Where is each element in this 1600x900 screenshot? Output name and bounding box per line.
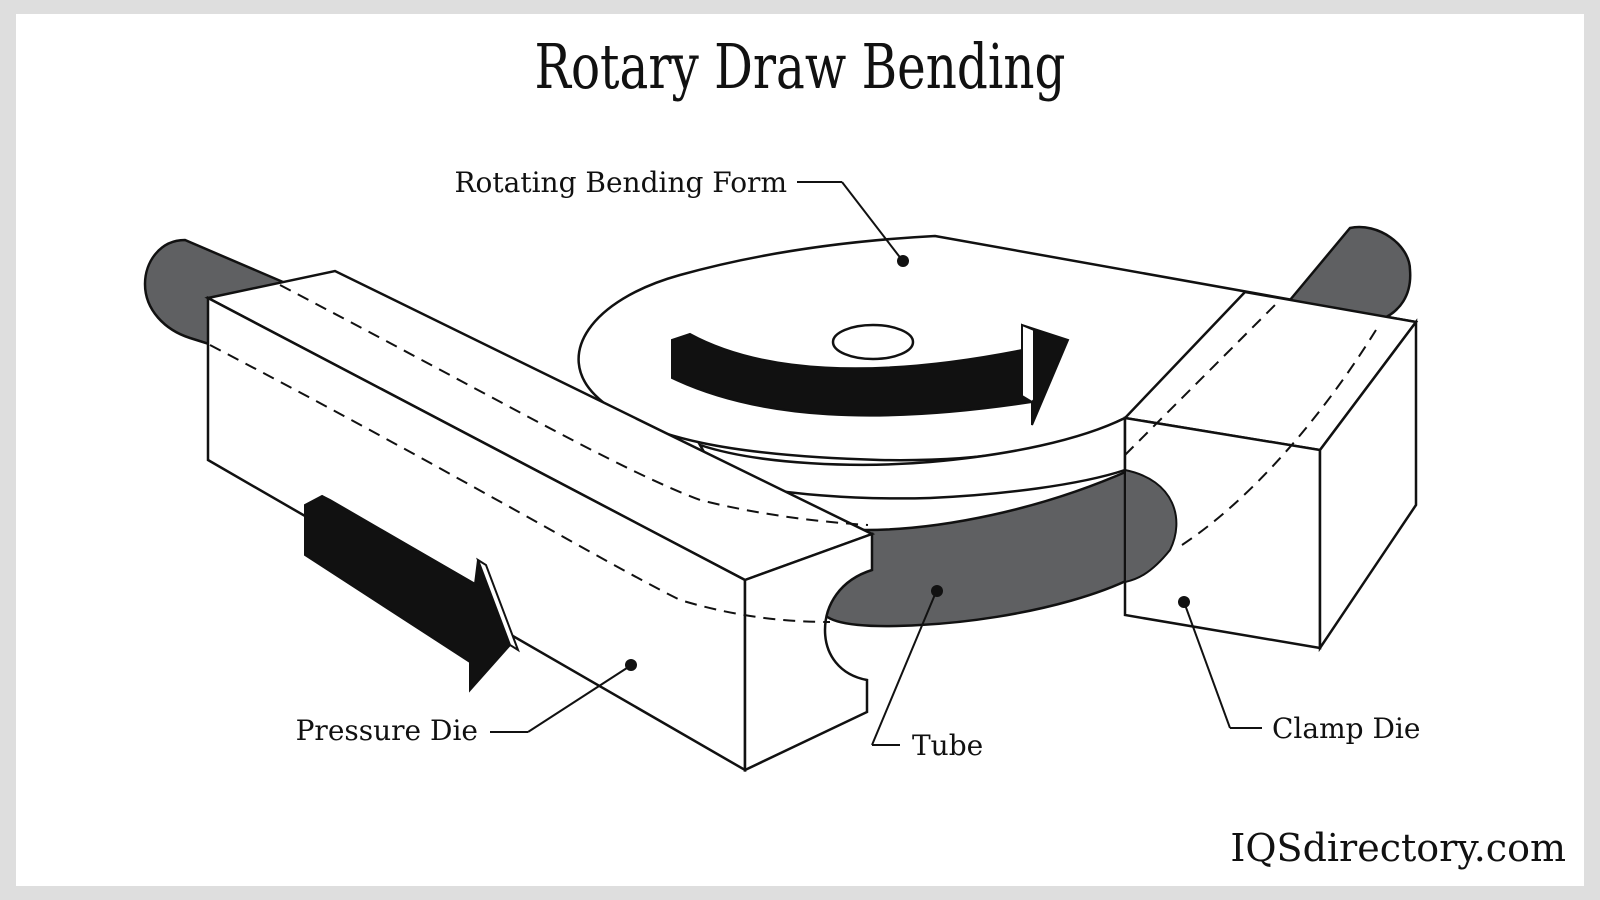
feed-arrow-icon (304, 494, 520, 693)
label-tube: Tube (912, 729, 983, 762)
rotation-arrow-icon (671, 323, 1070, 426)
label-clamp-die: Clamp Die (1272, 712, 1420, 745)
pressure-die (204, 269, 876, 773)
label-rotating-bending-form: Rotating Bending Form (454, 166, 787, 199)
callout-clamp-die: Clamp Die (1178, 596, 1420, 745)
spindle-hub (831, 323, 915, 361)
callout-rotating-bending-form: Rotating Bending Form (454, 166, 909, 267)
watermark-logo: IQSdirectory.com (1230, 826, 1566, 870)
clamp-die (1122, 290, 1419, 653)
diagram-title: Rotary Draw Bending (534, 30, 1066, 103)
label-pressure-die: Pressure Die (296, 714, 478, 747)
callout-pressure-die: Pressure Die (296, 659, 637, 747)
callout-tube: Tube (871, 585, 983, 762)
